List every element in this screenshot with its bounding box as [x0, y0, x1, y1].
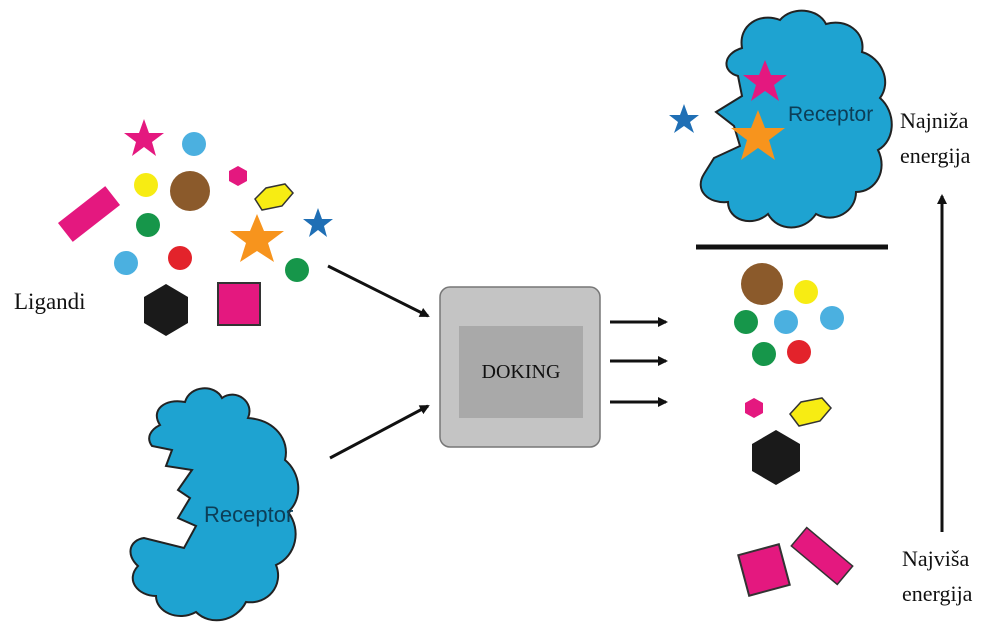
red-circle-ligand — [168, 246, 192, 270]
magenta-star-ligand — [124, 119, 164, 156]
ligands-label: Ligandi — [14, 289, 86, 314]
receptor-left-label: Receptor — [204, 502, 293, 527]
magenta-rectangle-ranked — [790, 526, 854, 586]
light-blue-circle-ligand-2 — [114, 251, 138, 275]
receptor-right: Receptor — [699, 9, 893, 229]
black-hexagon-ligand — [144, 284, 188, 336]
dark-blue-star-unbound — [669, 104, 699, 133]
red-circle-ranked — [787, 340, 811, 364]
magenta-hexagon-small-ligand — [229, 166, 247, 186]
green-circle-ranked-2 — [752, 342, 776, 366]
black-hexagon-ranked — [752, 430, 800, 485]
docking-box: DOKING — [439, 286, 601, 448]
magenta-hexagon-ranked — [745, 398, 763, 418]
yellow-circle-ligand — [134, 173, 158, 197]
yellow-hexagon-ligand — [254, 183, 294, 211]
receptor-left: Receptor — [129, 387, 300, 622]
yellow-hexagon-ranked — [789, 397, 832, 427]
brown-circle-ranked — [741, 263, 783, 305]
yellow-circle-ranked — [794, 280, 818, 304]
dark-blue-star-ligand — [303, 208, 333, 237]
green-circle-ranked — [734, 310, 758, 334]
magenta-rectangle-ligand — [57, 186, 121, 242]
highest-energy-label-line1: Najviša — [902, 546, 969, 571]
light-blue-circle-ligand — [182, 132, 206, 156]
brown-circle-ligand — [170, 171, 210, 211]
receptor-right-label: Receptor — [788, 103, 873, 126]
lowest-energy-label-line2: energija — [900, 143, 971, 168]
light-blue-circle-ranked-2 — [820, 306, 844, 330]
magenta-star-bound — [743, 60, 787, 101]
magenta-square-ligand — [217, 282, 261, 326]
green-circle-ligand — [136, 213, 160, 237]
highest-energy-label-line2: energija — [902, 581, 973, 606]
ranked-ligands — [734, 263, 854, 597]
arrow-ligands-to-docking — [327, 264, 430, 318]
magenta-square-ranked — [737, 543, 791, 597]
ligand-cluster — [57, 119, 333, 336]
orange-star-ligand — [230, 214, 284, 262]
green-circle-ligand-2 — [285, 258, 309, 282]
docking-label: DOKING — [482, 361, 561, 383]
light-blue-circle-ranked — [774, 310, 798, 334]
lowest-energy-label-line1: Najniža — [900, 108, 969, 133]
orange-star-bound — [731, 110, 785, 160]
arrow-receptor-to-docking — [329, 404, 430, 460]
